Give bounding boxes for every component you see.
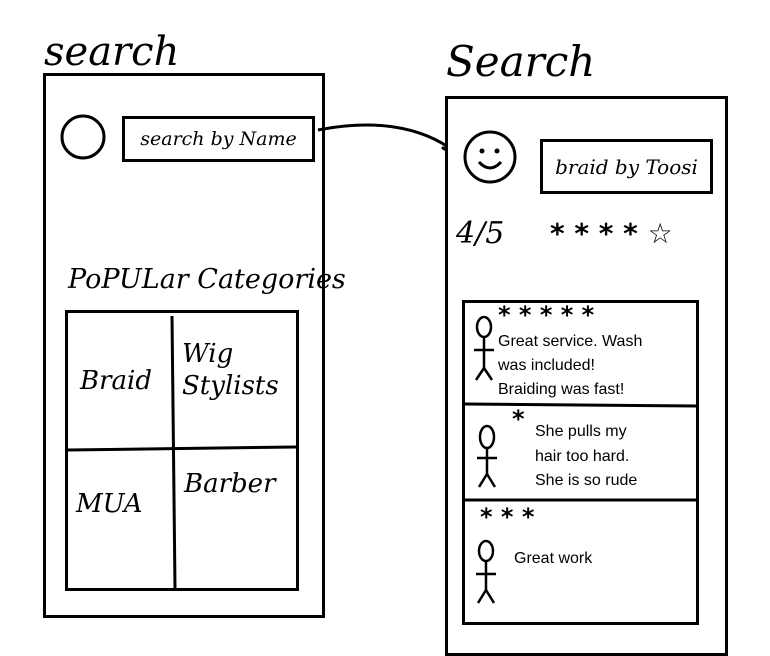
review-1-stick-figure-icon xyxy=(474,315,494,381)
category-mua[interactable]: MUA xyxy=(76,489,143,519)
review-3-stick-figure-icon xyxy=(476,539,496,604)
review-2-line-3: She is so rude xyxy=(535,472,638,489)
review-3-stars: * * * xyxy=(480,503,535,531)
category-barber[interactable]: Barber xyxy=(184,469,276,499)
search-by-name-input[interactable]: search by Name xyxy=(122,116,315,162)
reviews-list xyxy=(462,300,699,625)
popular-categories-heading: PoPULar Categories xyxy=(68,264,346,295)
review-1-line-1: Great service. Wash xyxy=(498,333,643,350)
review-1-line-2: was included! xyxy=(498,357,595,374)
rating-text: 4/5 xyxy=(456,216,505,251)
left-profile-circle-icon[interactable] xyxy=(0,0,770,640)
review-2-line-2: hair too hard. xyxy=(535,448,630,465)
category-braid[interactable]: Braid xyxy=(80,366,152,396)
rating-stars: * * * * ☆ xyxy=(550,217,673,250)
left-screen-title: search xyxy=(44,29,180,75)
review-2-stars: * xyxy=(512,405,525,433)
categories-grid-lines xyxy=(67,315,297,589)
review-2-stick-figure-icon xyxy=(477,424,497,488)
review-1-stars: * * * * * xyxy=(498,301,595,329)
review-2-line-1: She pulls my xyxy=(535,423,627,440)
category-wig-stylists[interactable]: Wig Stylists xyxy=(182,339,279,401)
review-3-line-1: Great work xyxy=(514,550,593,567)
review-1-line-3: Braiding was fast! xyxy=(498,381,625,398)
reviews-dividers xyxy=(464,402,698,502)
right-screen-title: Search xyxy=(446,37,596,86)
search-result-name[interactable]: braid by Toosi xyxy=(540,139,713,194)
smiley-face-icon xyxy=(463,130,517,184)
